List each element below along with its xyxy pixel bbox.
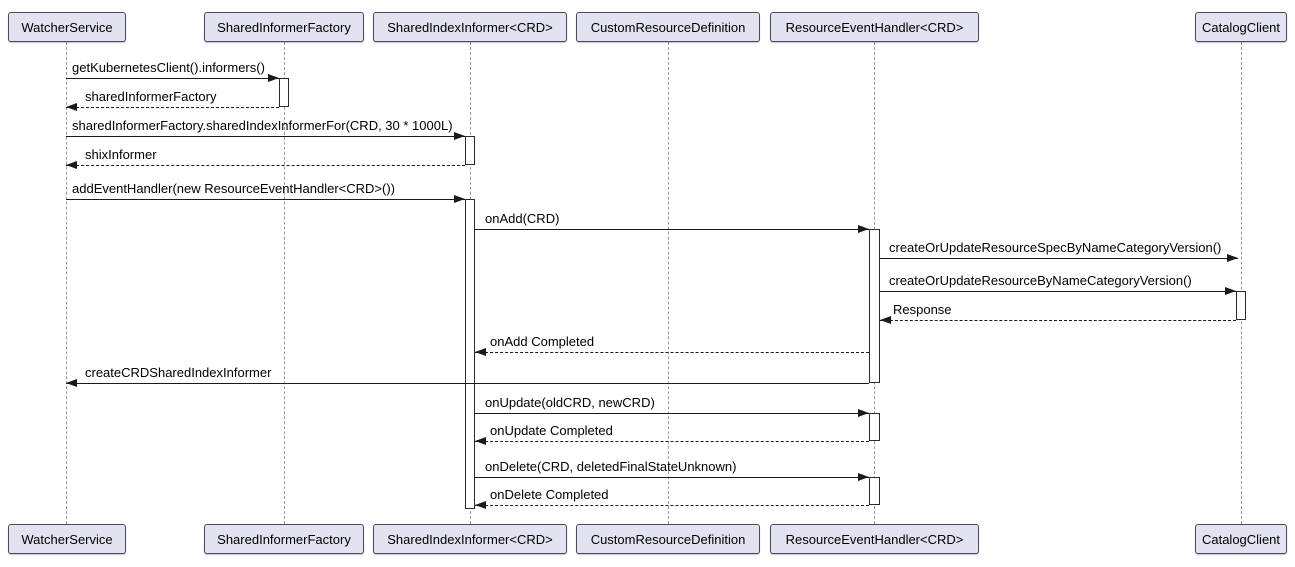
arrowhead-icon-6 <box>1227 254 1238 262</box>
message-label-11: onUpdate(oldCRD, newCRD) <box>485 395 655 410</box>
arrowhead-icon-3 <box>66 161 77 169</box>
participant-box-top-resourceeventhandler-crd: ResourceEventHandler<CRD> <box>770 12 979 42</box>
message-label-12: onUpdate Completed <box>490 423 613 438</box>
message-line-9 <box>475 352 869 353</box>
arrowhead-icon-12 <box>475 437 486 445</box>
message-line-6 <box>880 258 1238 259</box>
activation-bar-6 <box>869 477 880 505</box>
message-line-14 <box>475 505 869 506</box>
activation-bar-3 <box>869 229 880 383</box>
message-line-3 <box>66 165 465 166</box>
message-label-8: Response <box>893 302 952 317</box>
arrowhead-icon-7 <box>1225 287 1236 295</box>
lifeline-customresourcedefinition <box>668 42 669 524</box>
participant-box-bottom-catalogclient: CatalogClient <box>1195 524 1287 554</box>
message-line-8 <box>880 320 1236 321</box>
message-label-14: onDelete Completed <box>490 487 609 502</box>
arrowhead-icon-10 <box>66 379 77 387</box>
activation-bar-5 <box>869 413 880 441</box>
arrowhead-icon-8 <box>880 316 891 324</box>
participant-box-top-sharedindexinformer-crd: SharedIndexInformer<CRD> <box>373 12 567 42</box>
participant-box-top-catalogclient: CatalogClient <box>1195 12 1287 42</box>
message-label-3: shixInformer <box>85 147 157 162</box>
arrowhead-icon-1 <box>66 103 77 111</box>
message-line-4 <box>66 199 465 200</box>
message-line-10 <box>66 383 869 384</box>
message-label-2: sharedInformerFactory.sharedIndexInforme… <box>72 118 453 133</box>
message-label-1: sharedInformerFactory <box>85 89 217 104</box>
message-label-13: onDelete(CRD, deletedFinalStateUnknown) <box>485 459 737 474</box>
activation-bar-1 <box>465 136 475 165</box>
message-line-11 <box>475 413 869 414</box>
message-label-4: addEventHandler(new ResourceEventHandler… <box>72 181 395 196</box>
participant-box-bottom-watcherservice: WatcherService <box>8 524 126 554</box>
participant-box-top-customresourcedefinition: CustomResourceDefinition <box>576 12 760 42</box>
arrowhead-icon-4 <box>454 195 465 203</box>
arrowhead-icon-11 <box>858 409 869 417</box>
lifeline-watcherservice <box>66 42 67 524</box>
participant-box-top-watcherservice: WatcherService <box>8 12 126 42</box>
message-label-9: onAdd Completed <box>490 334 595 349</box>
lifeline-catalogclient <box>1241 42 1242 524</box>
participant-box-bottom-resourceeventhandler-crd: ResourceEventHandler<CRD> <box>770 524 979 554</box>
message-line-12 <box>475 441 869 442</box>
message-label-0: getKubernetesClient().informers() <box>72 60 265 75</box>
arrowhead-icon-13 <box>858 473 869 481</box>
participant-box-top-sharedinformerfactory: SharedInformerFactory <box>204 12 364 42</box>
activation-bar-2 <box>465 199 475 509</box>
participant-box-bottom-sharedindexinformer-crd: SharedIndexInformer<CRD> <box>373 524 567 554</box>
message-line-2 <box>66 136 465 137</box>
arrowhead-icon-14 <box>475 501 486 509</box>
message-label-5: onAdd(CRD) <box>485 211 560 226</box>
message-line-13 <box>475 477 869 478</box>
activation-bar-0 <box>279 78 289 107</box>
message-line-7 <box>880 291 1236 292</box>
arrowhead-icon-0 <box>268 74 279 82</box>
activation-bar-4 <box>1236 291 1246 320</box>
message-label-10: createCRDSharedIndexInformer <box>85 365 272 380</box>
message-line-1 <box>66 107 279 108</box>
participant-box-bottom-customresourcedefinition: CustomResourceDefinition <box>576 524 760 554</box>
participant-box-bottom-sharedinformerfactory: SharedInformerFactory <box>204 524 364 554</box>
message-line-5 <box>475 229 869 230</box>
message-line-0 <box>66 78 279 79</box>
arrowhead-icon-9 <box>475 348 486 356</box>
lifeline-sharedinformerfactory <box>284 42 285 524</box>
message-label-6: createOrUpdateResourceSpecByNameCategory… <box>889 240 1222 255</box>
arrowhead-icon-2 <box>454 132 465 140</box>
message-label-7: createOrUpdateResourceByNameCategoryVers… <box>889 273 1192 288</box>
arrowhead-icon-5 <box>858 225 869 233</box>
